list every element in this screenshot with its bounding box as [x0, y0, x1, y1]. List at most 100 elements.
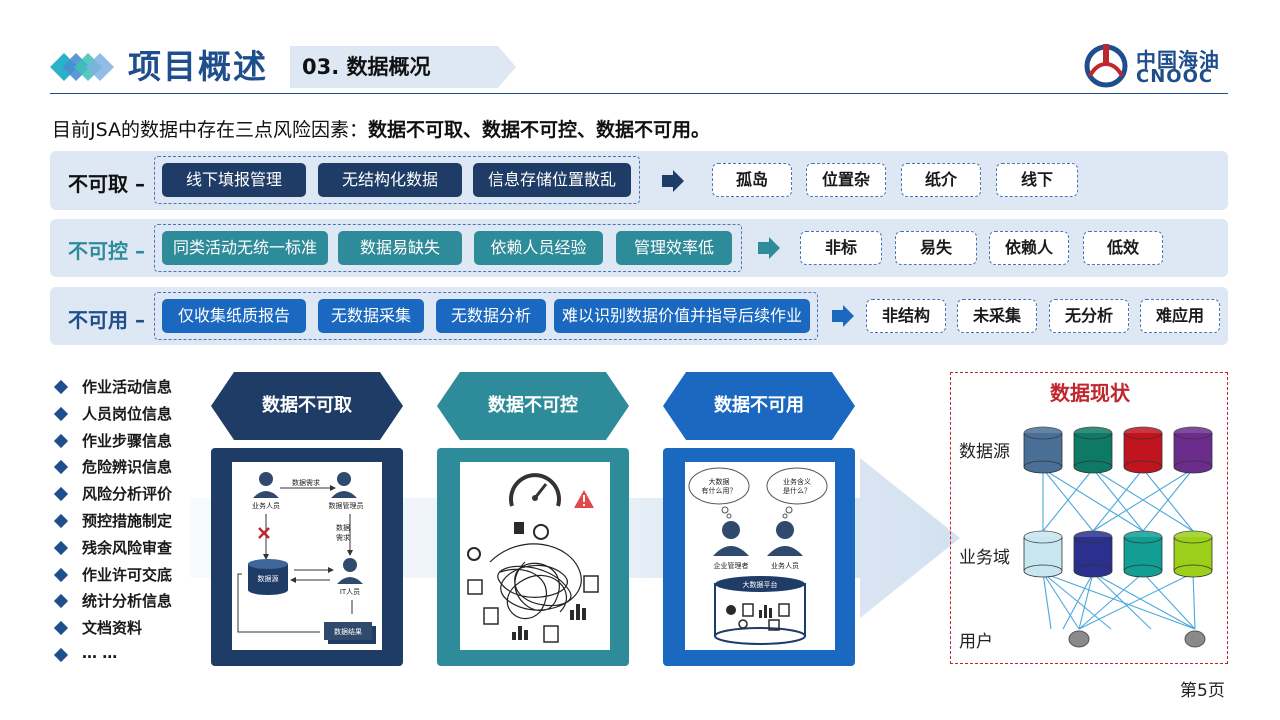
result-tag: 孤岛	[712, 163, 792, 197]
intro-emphasis: 数据不可取、数据不可控、数据不可用。	[368, 119, 711, 141]
result-tag: 非标	[800, 231, 882, 265]
result-tag: 依赖人	[989, 231, 1069, 265]
logo-text-cn: 中国海油	[1136, 48, 1220, 72]
label-data-source: 数据源	[959, 442, 1010, 462]
label-manager: 企业管理者	[714, 561, 749, 570]
result-tag: 未采集	[957, 299, 1037, 333]
cause-chip: 仅收集纸质报告	[162, 299, 306, 333]
data-category-list: 作业活动信息 人员岗位信息 作业步骤信息 危险辨识信息 风险分析评价 预控措施制…	[53, 376, 172, 671]
business-domain-cylinder	[1073, 530, 1113, 578]
cause-chip: 同类活动无统一标准	[162, 231, 328, 265]
label-data-request: 数据需求	[292, 478, 320, 487]
result-tag: 低效	[1083, 231, 1163, 265]
list-item: 统计分析信息	[53, 590, 172, 617]
bullet-diamond-icon	[53, 406, 69, 421]
list-item: 残余风险审查	[53, 537, 172, 564]
cause-chip: 数据易缺失	[338, 231, 462, 265]
label-manager: 数据管理员	[329, 501, 364, 510]
list-item: 风险分析评价	[53, 483, 172, 510]
page-title: 项目概述	[128, 47, 268, 86]
bullet-diamond-icon	[53, 647, 69, 663]
result-tag: 线下	[996, 163, 1078, 197]
gauge-icon	[509, 473, 561, 507]
logo-text-en: CNOOC	[1136, 66, 1214, 87]
connection-lines	[1042, 468, 1196, 630]
data-status-panel: 数据现状 数据源 业务域 用户	[950, 372, 1228, 664]
right-arrow-icon	[832, 305, 854, 327]
panel-title-unobtainable: 数据不可取	[211, 372, 403, 440]
list-item: 人员岗位信息	[53, 403, 172, 430]
result-tag: 易失	[895, 231, 977, 265]
right-arrow-icon	[662, 170, 684, 192]
result-tag: 难应用	[1140, 299, 1220, 333]
bubble-text: 业务含义	[783, 477, 811, 486]
bullet-diamond-icon	[53, 379, 69, 395]
person-icon	[713, 521, 803, 556]
data-source-cylinder	[1073, 426, 1113, 474]
bubble-text: 有什么用？	[702, 486, 737, 495]
label-business: 业务人员	[771, 561, 799, 570]
database-icon	[248, 559, 288, 595]
bullet-diamond-icon	[53, 460, 69, 475]
intro-text: 目前JSA的数据中存在三点风险因素：数据不可取、数据不可控、数据不可用。	[52, 115, 710, 142]
cause-group	[154, 292, 818, 340]
diagram-uncontrollable	[460, 462, 610, 650]
page-number: 第5页	[1180, 681, 1225, 701]
list-item: 文档资料	[53, 617, 172, 644]
result-tag: 无分析	[1049, 299, 1129, 333]
user-node-icon	[1184, 630, 1206, 648]
cause-group	[154, 224, 742, 272]
cause-chip: 无结构化数据	[318, 163, 462, 197]
cause-chip: 依赖人员经验	[474, 231, 603, 265]
data-source-cylinder	[1123, 426, 1163, 474]
label-result: 数据结果	[334, 627, 362, 636]
data-source-cylinder	[1023, 426, 1063, 474]
cause-chip: 难以识别数据价值并指导后续作业	[554, 299, 810, 333]
cause-chip: 管理效率低	[616, 231, 732, 265]
bubble-text: 是什么？	[783, 486, 811, 495]
header-divider	[50, 93, 1228, 94]
list-item: … …	[53, 644, 172, 671]
business-domain-cylinder	[1173, 530, 1213, 578]
label-data-source: 数据源	[258, 574, 279, 583]
cause-chip: 无数据分析	[436, 299, 546, 333]
bullet-diamond-icon	[53, 540, 69, 555]
warning-icon	[574, 490, 594, 508]
header-chevrons-icon	[50, 53, 114, 81]
bullet-diamond-icon	[53, 621, 69, 636]
user-node-icon	[1068, 630, 1090, 648]
bullet-diamond-icon	[53, 433, 69, 448]
diagram-unobtainable: 数据需求 业务人员 数据管理员 数据 需求 数据源 IT人员 数据结果	[232, 462, 382, 650]
bullet-diamond-icon	[53, 567, 69, 582]
cause-chip: 信息存储位置散乱	[473, 163, 631, 197]
status-title: 数据现状	[1050, 381, 1130, 405]
result-tag: 位置杂	[806, 163, 886, 197]
label-platform: 大数据平台	[743, 580, 778, 589]
label-business: 业务人员	[252, 501, 280, 510]
diagram-unusable: 大数据 有什么用？ 业务含义 是什么？ 企业管理者 业务人员 大数据平台	[685, 462, 835, 650]
risk-row-unusable: 不可用 – 仅收集纸质报告 无数据采集 无数据分析 难以识别数据价值并指导后续作…	[50, 287, 1228, 345]
label-it: IT人员	[340, 588, 360, 596]
tangle-icon	[489, 543, 582, 620]
risk-row-unobtainable: 不可取 – 线下填报管理 无结构化数据 信息存储位置散乱 孤岛 位置杂 纸介 线…	[50, 151, 1228, 210]
panel-title-uncontrollable: 数据不可控	[437, 372, 629, 440]
bubble-text: 大数据	[709, 477, 730, 486]
result-tag: 纸介	[901, 163, 981, 197]
label-users: 用户	[959, 632, 993, 652]
list-item: 作业许可交底	[53, 564, 172, 591]
status-network-diagram	[1023, 426, 1213, 648]
row-label: 不可取 –	[68, 172, 145, 196]
data-source-cylinders	[1023, 426, 1213, 474]
row-label: 不可用 –	[68, 308, 145, 332]
risk-row-uncontrollable: 不可控 – 同类活动无统一标准 数据易缺失 依赖人员经验 管理效率低 非标 易失…	[50, 219, 1228, 277]
list-item: 作业活动信息	[53, 376, 172, 403]
data-source-cylinder	[1173, 426, 1213, 474]
list-item: 危险辨识信息	[53, 456, 172, 483]
data-icons	[467, 522, 599, 643]
bullet-diamond-icon	[53, 594, 69, 609]
thought-bubble-icon	[688, 467, 828, 519]
business-domain-cylinders	[1023, 530, 1213, 578]
business-domain-cylinder	[1023, 530, 1063, 578]
label-data: 数据	[336, 523, 350, 532]
right-arrow-icon	[758, 237, 780, 259]
